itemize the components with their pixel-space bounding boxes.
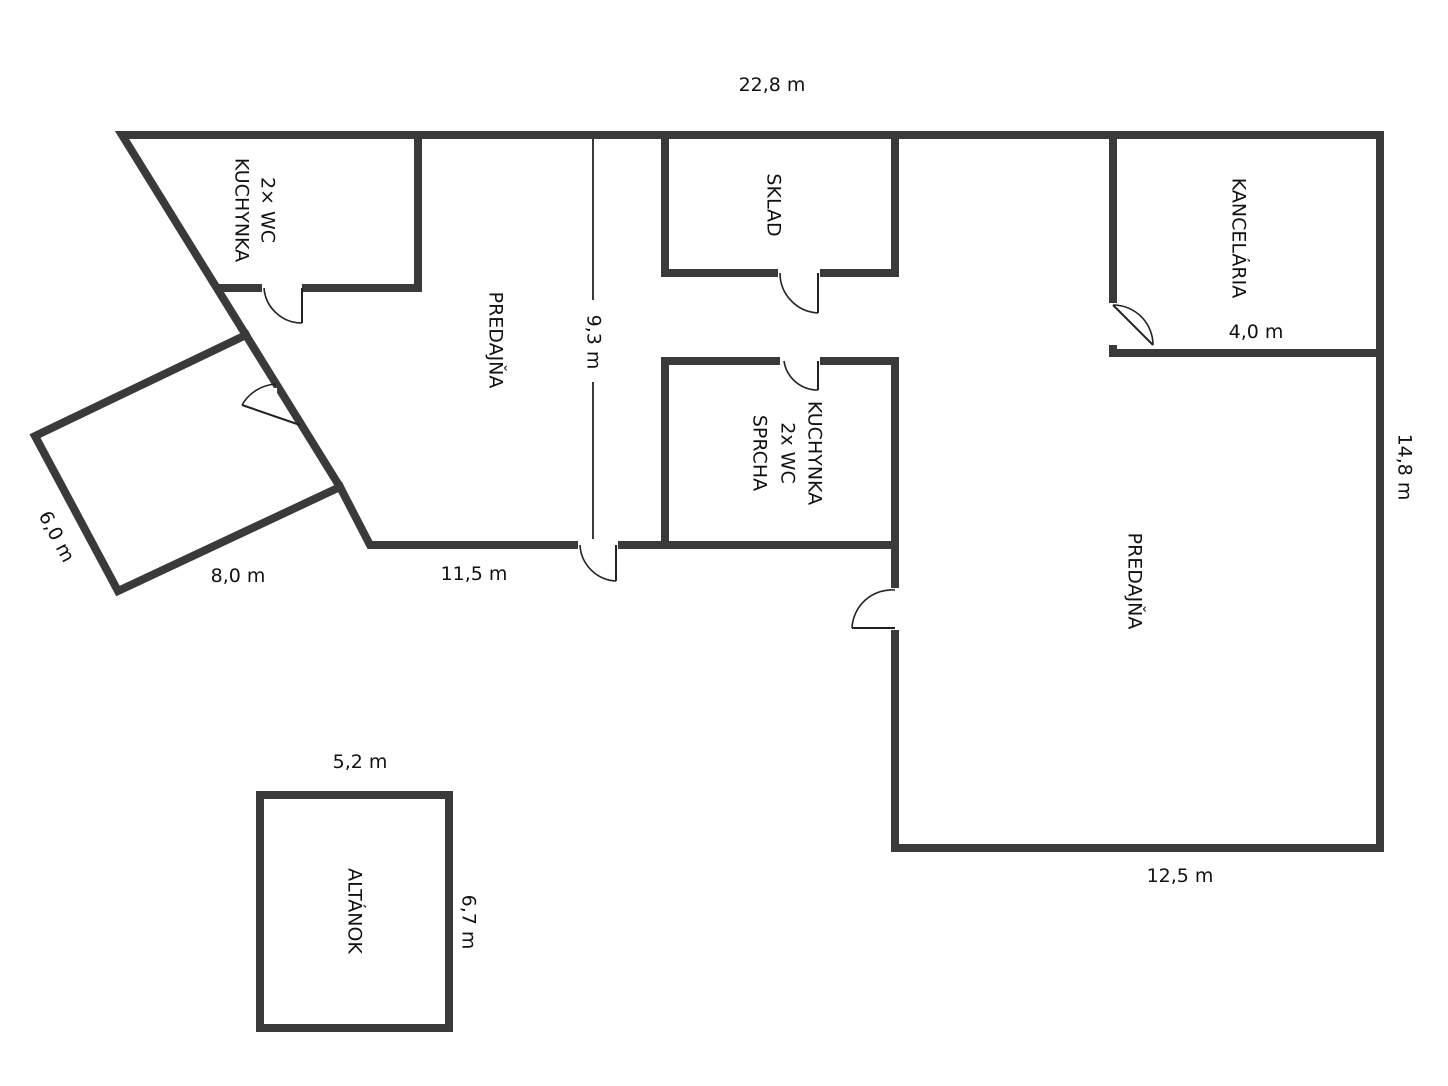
- room-label-shop-right: PREDAJŇA: [1124, 533, 1147, 630]
- door[interactable]: [778, 268, 820, 314]
- svg-text:KUCHYNKA: KUCHYNKA: [804, 401, 826, 505]
- door[interactable]: [1106, 303, 1154, 346]
- annex-wall: [29, 329, 346, 597]
- dim-gazebo-width: 5,2 m: [333, 751, 388, 773]
- dim-annex-depth: 6,0 m: [34, 507, 79, 566]
- svg-text:2× WC: 2× WC: [257, 177, 279, 243]
- svg-text:KUCHYNKA: KUCHYNKA: [231, 158, 253, 262]
- outer-wall: [114, 131, 1384, 852]
- room-label-kitchen-shower: KUCHYNKA 2x WC SPRCHA: [749, 401, 826, 505]
- room-label-office: KANCELÁRIA: [1228, 178, 1251, 298]
- dim-gazebo-depth: 6,7 m: [458, 895, 480, 950]
- room-label-wc-kitchen: 2× WC KUCHYNKA: [231, 158, 279, 262]
- door[interactable]: [241, 383, 301, 426]
- svg-text:SPRCHA: SPRCHA: [749, 415, 771, 491]
- door[interactable]: [578, 539, 618, 582]
- door[interactable]: [851, 588, 901, 630]
- dim-annex-width: 8,0 m: [211, 565, 266, 587]
- door[interactable]: [780, 355, 820, 391]
- svg-text:2x WC: 2x WC: [777, 422, 799, 483]
- gazebo-wall: [256, 791, 453, 1032]
- office-wall: [1109, 131, 1384, 357]
- room-label-gazebo: ALTÁNOK: [344, 868, 367, 954]
- dim-top-width: 22,8 m: [739, 74, 806, 96]
- door[interactable]: [262, 283, 303, 324]
- dim-right-bottom: 12,5 m: [1147, 865, 1214, 887]
- dim-left-bottom: 11,5 m: [441, 563, 508, 585]
- dim-office-width: 4,0 m: [1229, 321, 1284, 343]
- dim-right-height: 14,8 m: [1394, 434, 1416, 501]
- dim-left-depth: 9,3 m: [583, 315, 605, 370]
- room-label-storage: SKLAD: [763, 173, 785, 236]
- room-label-shop-left: PREDAJŇA: [485, 292, 508, 389]
